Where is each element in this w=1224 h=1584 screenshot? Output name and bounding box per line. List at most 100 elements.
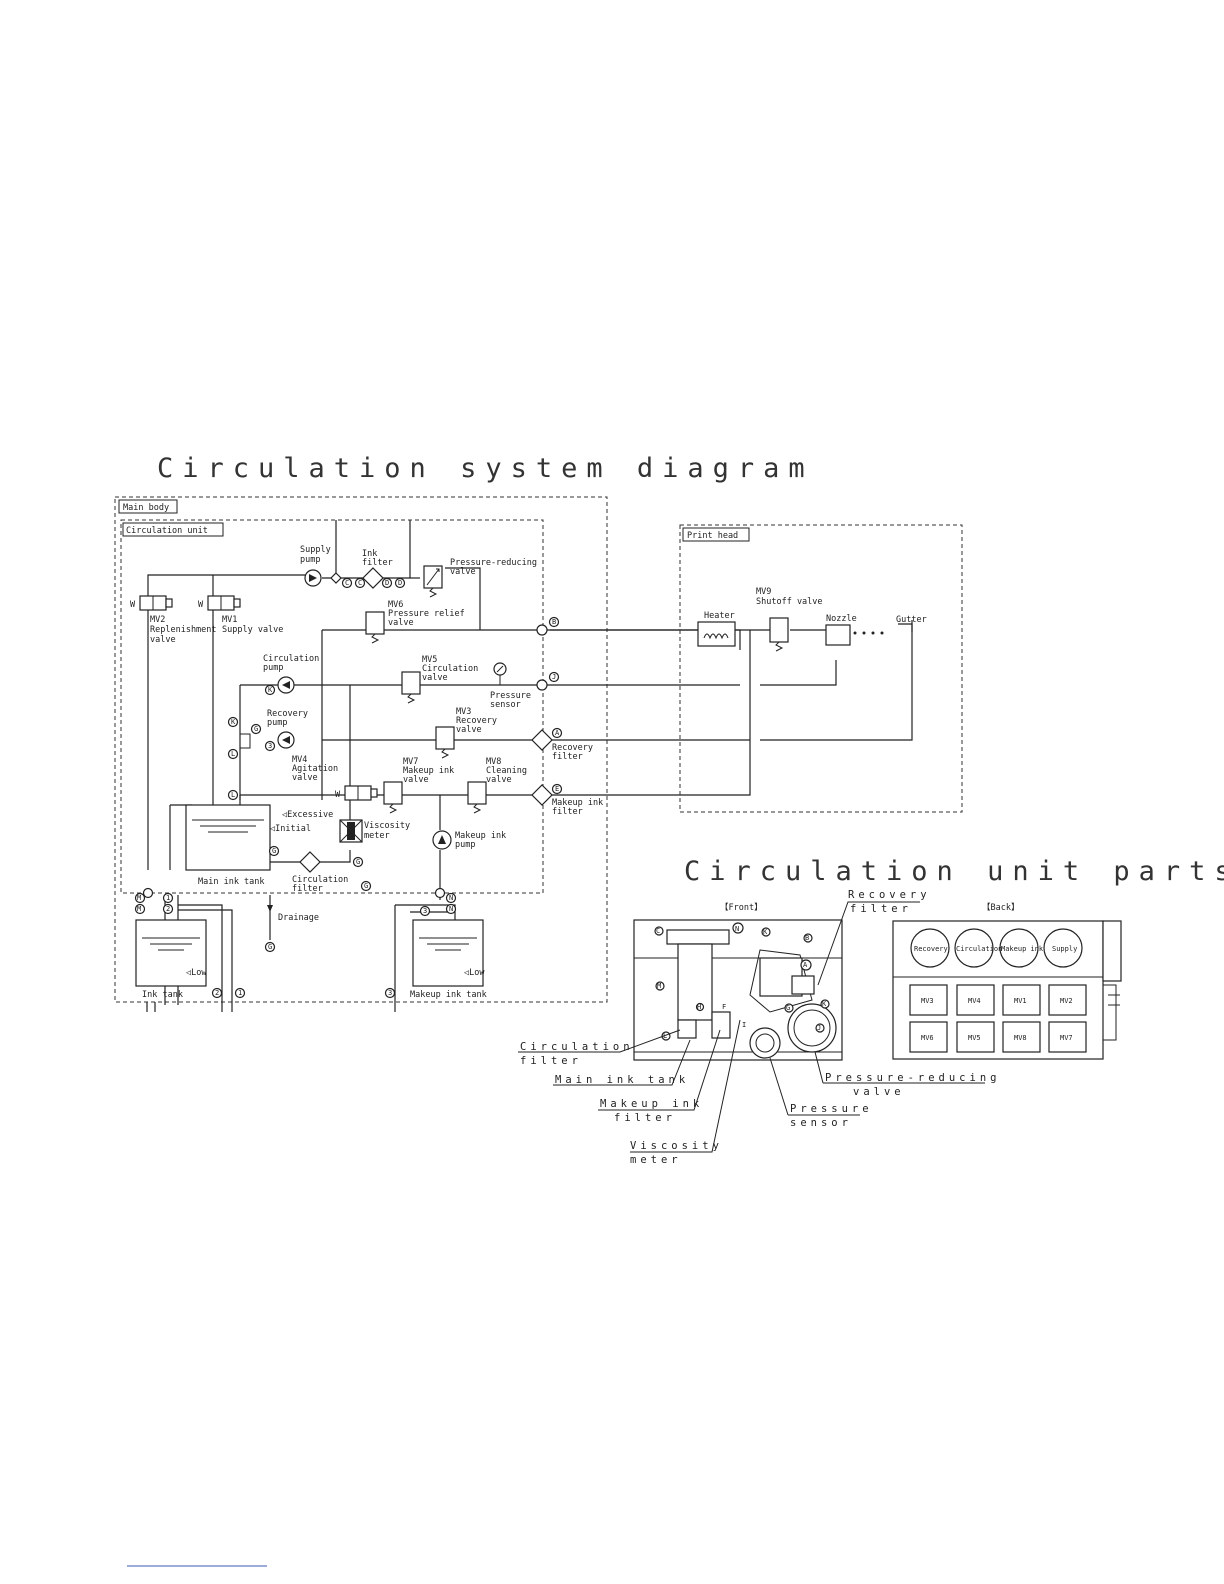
mv7-label: MV7	[403, 757, 418, 767]
makeup-ink-tank-label: Makeup ink tank	[410, 990, 487, 1000]
mv4-actuator	[370, 788, 378, 798]
mv4-spring-w: W	[335, 790, 341, 800]
front-unit	[633, 919, 843, 1061]
circulation-unit-label: Circulation unit	[126, 526, 208, 536]
mv5-desc2: valve	[422, 673, 448, 683]
circulation-pump-arrow	[282, 681, 290, 689]
back-pump-2: Circulation	[956, 945, 1002, 953]
mv1-label: MV1	[222, 615, 237, 625]
port-c1: C	[345, 579, 349, 587]
port-b: B	[552, 618, 556, 626]
port-1a: 1	[166, 894, 170, 902]
back-valve-r2-3: MV8	[1014, 1034, 1027, 1042]
makeup-ink-tank-levels	[419, 937, 477, 951]
main-body-label: Main body	[123, 503, 169, 513]
mv7-spring	[389, 803, 398, 814]
gutter-symbol	[898, 623, 913, 632]
mv4-desc: Agitation	[292, 764, 338, 774]
front-port-b: B	[805, 934, 809, 942]
front-port-g: G	[786, 1004, 790, 1012]
junction-bottom-left	[142, 887, 154, 899]
ink-tank-symbol	[135, 919, 207, 987]
mv3-valve-symbol	[435, 726, 455, 750]
callout-makeup-ink-filter-2: filter	[614, 1112, 676, 1124]
port-g-visc: G	[356, 858, 360, 866]
mv4-label: MV4	[292, 755, 307, 765]
front-port-j: J	[817, 1024, 821, 1032]
pressure-reducing-label: Pressure-reducing	[450, 558, 537, 568]
back-valve-r1-1: MV3	[921, 997, 934, 1005]
back-pump-1: Recovery	[914, 945, 948, 953]
ink-tank-levels	[142, 937, 200, 951]
ink-filter-label2: filter	[362, 558, 393, 568]
main-body-frame	[114, 496, 608, 1003]
mv9-desc: Shutoff valve	[756, 597, 823, 607]
circulation-pump-label: Circulation	[263, 654, 319, 664]
mv5-label: MV5	[422, 655, 437, 665]
back-pump-labels: Recovery Circulation Makeup ink Supply	[914, 945, 1077, 953]
makeup-ink-pump-label2: pump	[455, 840, 475, 850]
back-valve-r1-2: MV4	[968, 997, 981, 1005]
makeup-ink-filter-symbol	[531, 784, 553, 806]
mv4-desc2: valve	[292, 773, 318, 783]
front-port-n: N	[735, 925, 739, 933]
port-n1: N	[449, 894, 453, 902]
port-c2: C	[358, 579, 362, 587]
recovery-pump-label: Recovery	[267, 709, 308, 719]
callout-makeup-ink-filter: Makeup ink	[600, 1098, 703, 1110]
mv5-desc: Circulation	[422, 664, 478, 674]
front-port-k: K	[763, 928, 768, 936]
mv9-valve-symbol	[769, 617, 789, 643]
print-head-frame	[679, 524, 963, 813]
main-ink-tank-levels	[192, 819, 264, 833]
circulation-unit-tag	[122, 522, 224, 537]
back-pump-4: Supply	[1052, 945, 1077, 953]
circulation-unit-frame	[120, 519, 544, 894]
mv3-label: MV3	[456, 707, 471, 717]
makeup-ink-filter-label2: filter	[552, 807, 583, 817]
front-port-l: L	[663, 1032, 667, 1040]
pressure-reducing-spring	[429, 587, 438, 598]
port-g-tank-tag	[268, 845, 280, 857]
mv6-spring	[371, 633, 380, 644]
recovery-filter-label: Recovery	[552, 743, 593, 753]
drainage-label: Drainage	[278, 913, 319, 923]
mv9-spring	[775, 641, 784, 652]
port-d2: D	[398, 579, 402, 587]
port-l2: L	[231, 791, 235, 799]
supply-pump-label: Supply	[300, 545, 331, 555]
back-pump-3: Makeup ink	[1001, 945, 1044, 953]
back-valve-r2-1: MV6	[921, 1034, 934, 1042]
recovery-pump-label2: pump	[267, 718, 287, 728]
supply-pump-label2: pump	[300, 555, 320, 565]
callout-viscosity-meter: Viscosity	[630, 1140, 723, 1152]
junction-bottom-right	[434, 887, 446, 899]
circulation-pump-label2: pump	[263, 663, 283, 673]
port-b-circle	[536, 624, 548, 636]
mv1-valve-symbol: W	[198, 595, 241, 611]
port-g-rec-tag	[250, 723, 262, 735]
recovery-filter-label2: filter	[552, 752, 583, 762]
pressure-sensor-label: Pressure	[490, 691, 531, 701]
mv8-label: MV8	[486, 757, 501, 767]
front-port-labels: C N K B M A L K J G H F I	[656, 925, 827, 1040]
circulation-filter-label: Circulation	[292, 875, 348, 885]
mv8-valve-symbol	[467, 781, 487, 805]
nozzle-symbol	[825, 624, 851, 646]
port-d1: D	[385, 579, 389, 587]
mv9-label: MV9	[756, 587, 771, 597]
callout-pressure-sensor-2: sensor	[790, 1117, 852, 1129]
mv7-valve-symbol	[383, 781, 403, 805]
port-k2: K	[231, 718, 236, 726]
port-3-tag	[264, 740, 276, 752]
gutter-label: Gutter	[896, 615, 927, 625]
port-m1: M	[137, 894, 141, 902]
mv2-desc2: valve	[150, 635, 176, 645]
port-1b: 1	[238, 989, 242, 997]
back-valve-labels: MV3 MV4 MV1 MV2 MV6 MV5 MV8 MV7	[921, 997, 1073, 1042]
port-g-drain: G	[268, 943, 272, 951]
mv5-valve-symbol	[401, 671, 421, 695]
port-2a: 2	[166, 905, 170, 913]
callout-pressure-sensor: Pressure	[790, 1103, 873, 1115]
